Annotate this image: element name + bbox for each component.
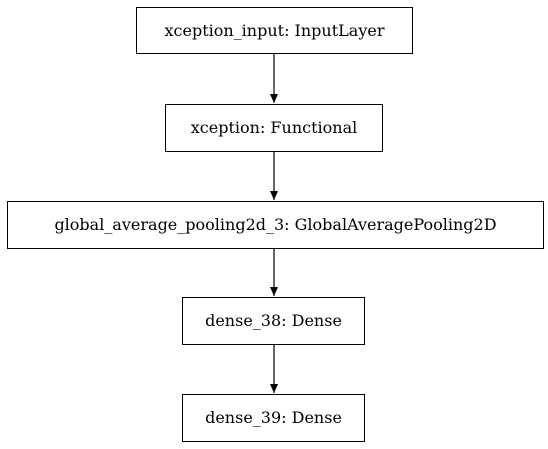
node-dense-39: dense_39: Dense	[182, 394, 365, 442]
node-global-average-pooling: global_average_pooling2d_3: GlobalAverag…	[7, 201, 544, 249]
node-label: global_average_pooling2d_3: GlobalAverag…	[54, 215, 497, 234]
node-label: xception_input: InputLayer	[164, 20, 385, 40]
node-label: dense_39: Dense	[205, 408, 342, 427]
node-xception-functional: xception: Functional	[165, 104, 383, 152]
node-label: xception: Functional	[190, 118, 358, 137]
node-xception-input: xception_input: InputLayer	[136, 7, 413, 54]
node-label: dense_38: Dense	[205, 311, 342, 330]
node-dense-38: dense_38: Dense	[182, 297, 365, 345]
